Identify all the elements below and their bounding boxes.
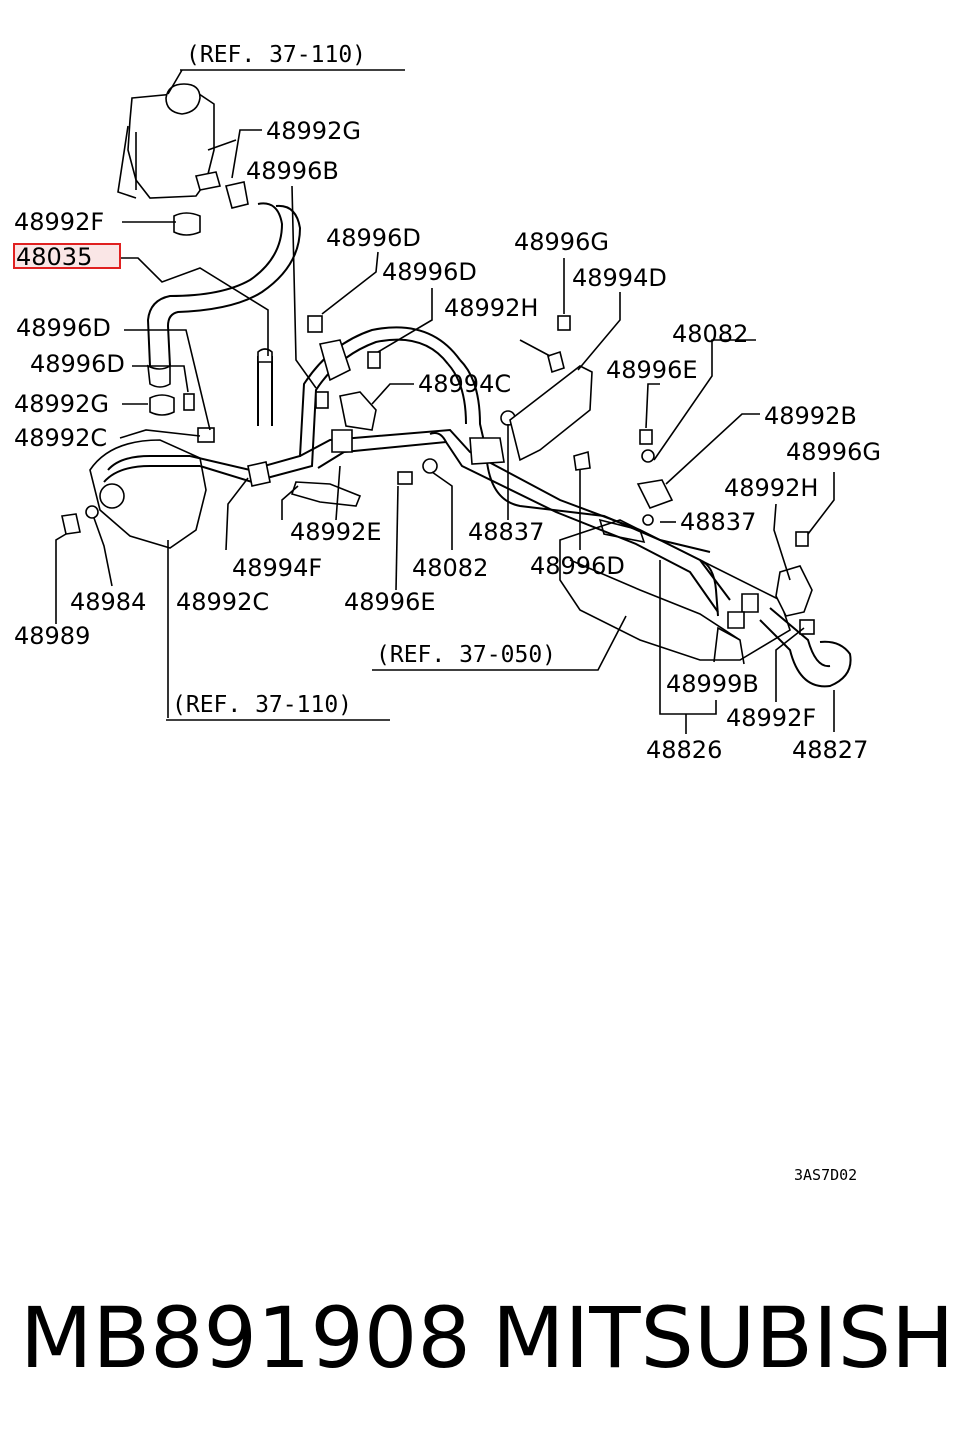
part-label: 48994F <box>232 554 322 582</box>
part-label: 48996D <box>530 552 625 580</box>
leader-lines <box>55 69 835 734</box>
part-label: 48989 <box>14 622 90 650</box>
drawing-code: 3AS7D02 <box>794 1166 857 1184</box>
part-label: 48996D <box>326 224 421 252</box>
part-label: 48992H <box>724 474 818 502</box>
highlight-box <box>13 243 121 269</box>
part-label: 48992G <box>266 117 361 145</box>
part-label: 48827 <box>792 736 868 764</box>
oil-pump <box>61 439 207 549</box>
part-label: 48992B <box>764 402 857 430</box>
part-label: 48992E <box>290 518 382 546</box>
part-label-highlighted: 48035 <box>16 243 92 271</box>
part-label: 48992H <box>444 294 538 322</box>
brand-name: MITSUBISHI <box>492 1289 960 1387</box>
part-label: 48996D <box>30 350 125 378</box>
part-label: 48999B <box>666 670 759 698</box>
part-label: 48994C <box>418 370 511 398</box>
part-label: 48837 <box>468 518 544 546</box>
part-label: 48996D <box>382 258 477 286</box>
part-label: 48992C <box>14 424 107 452</box>
part-label: 48826 <box>646 736 722 764</box>
part-label: 48996B <box>246 157 339 185</box>
part-number: MB891908 <box>20 1289 471 1387</box>
ref-note-bottom: (REF. 37-110) <box>172 692 352 718</box>
part-label: 48992G <box>14 390 109 418</box>
part-label: 48994D <box>572 264 667 292</box>
part-label: 48996G <box>786 438 881 466</box>
ref-note-top: (REF. 37-110) <box>186 42 366 68</box>
part-label: 48992F <box>726 704 816 732</box>
part-label: 48996G <box>514 228 609 256</box>
part-label: 48996D <box>16 314 111 342</box>
reservoir-tank <box>117 83 237 199</box>
part-label: 48996E <box>606 356 698 384</box>
part-label: 48992C <box>176 588 269 616</box>
part-label: 48992F <box>14 208 104 236</box>
fittings <box>149 315 815 635</box>
part-label: 48082 <box>412 554 488 582</box>
steering-gear <box>559 518 852 688</box>
part-label: 48984 <box>70 588 146 616</box>
part-label: 48837 <box>680 508 756 536</box>
ref-note-middle: (REF. 37-050) <box>376 642 556 668</box>
part-label: 48996E <box>344 588 436 616</box>
part-label: 48082 <box>672 320 748 348</box>
suction-hose <box>146 181 302 426</box>
